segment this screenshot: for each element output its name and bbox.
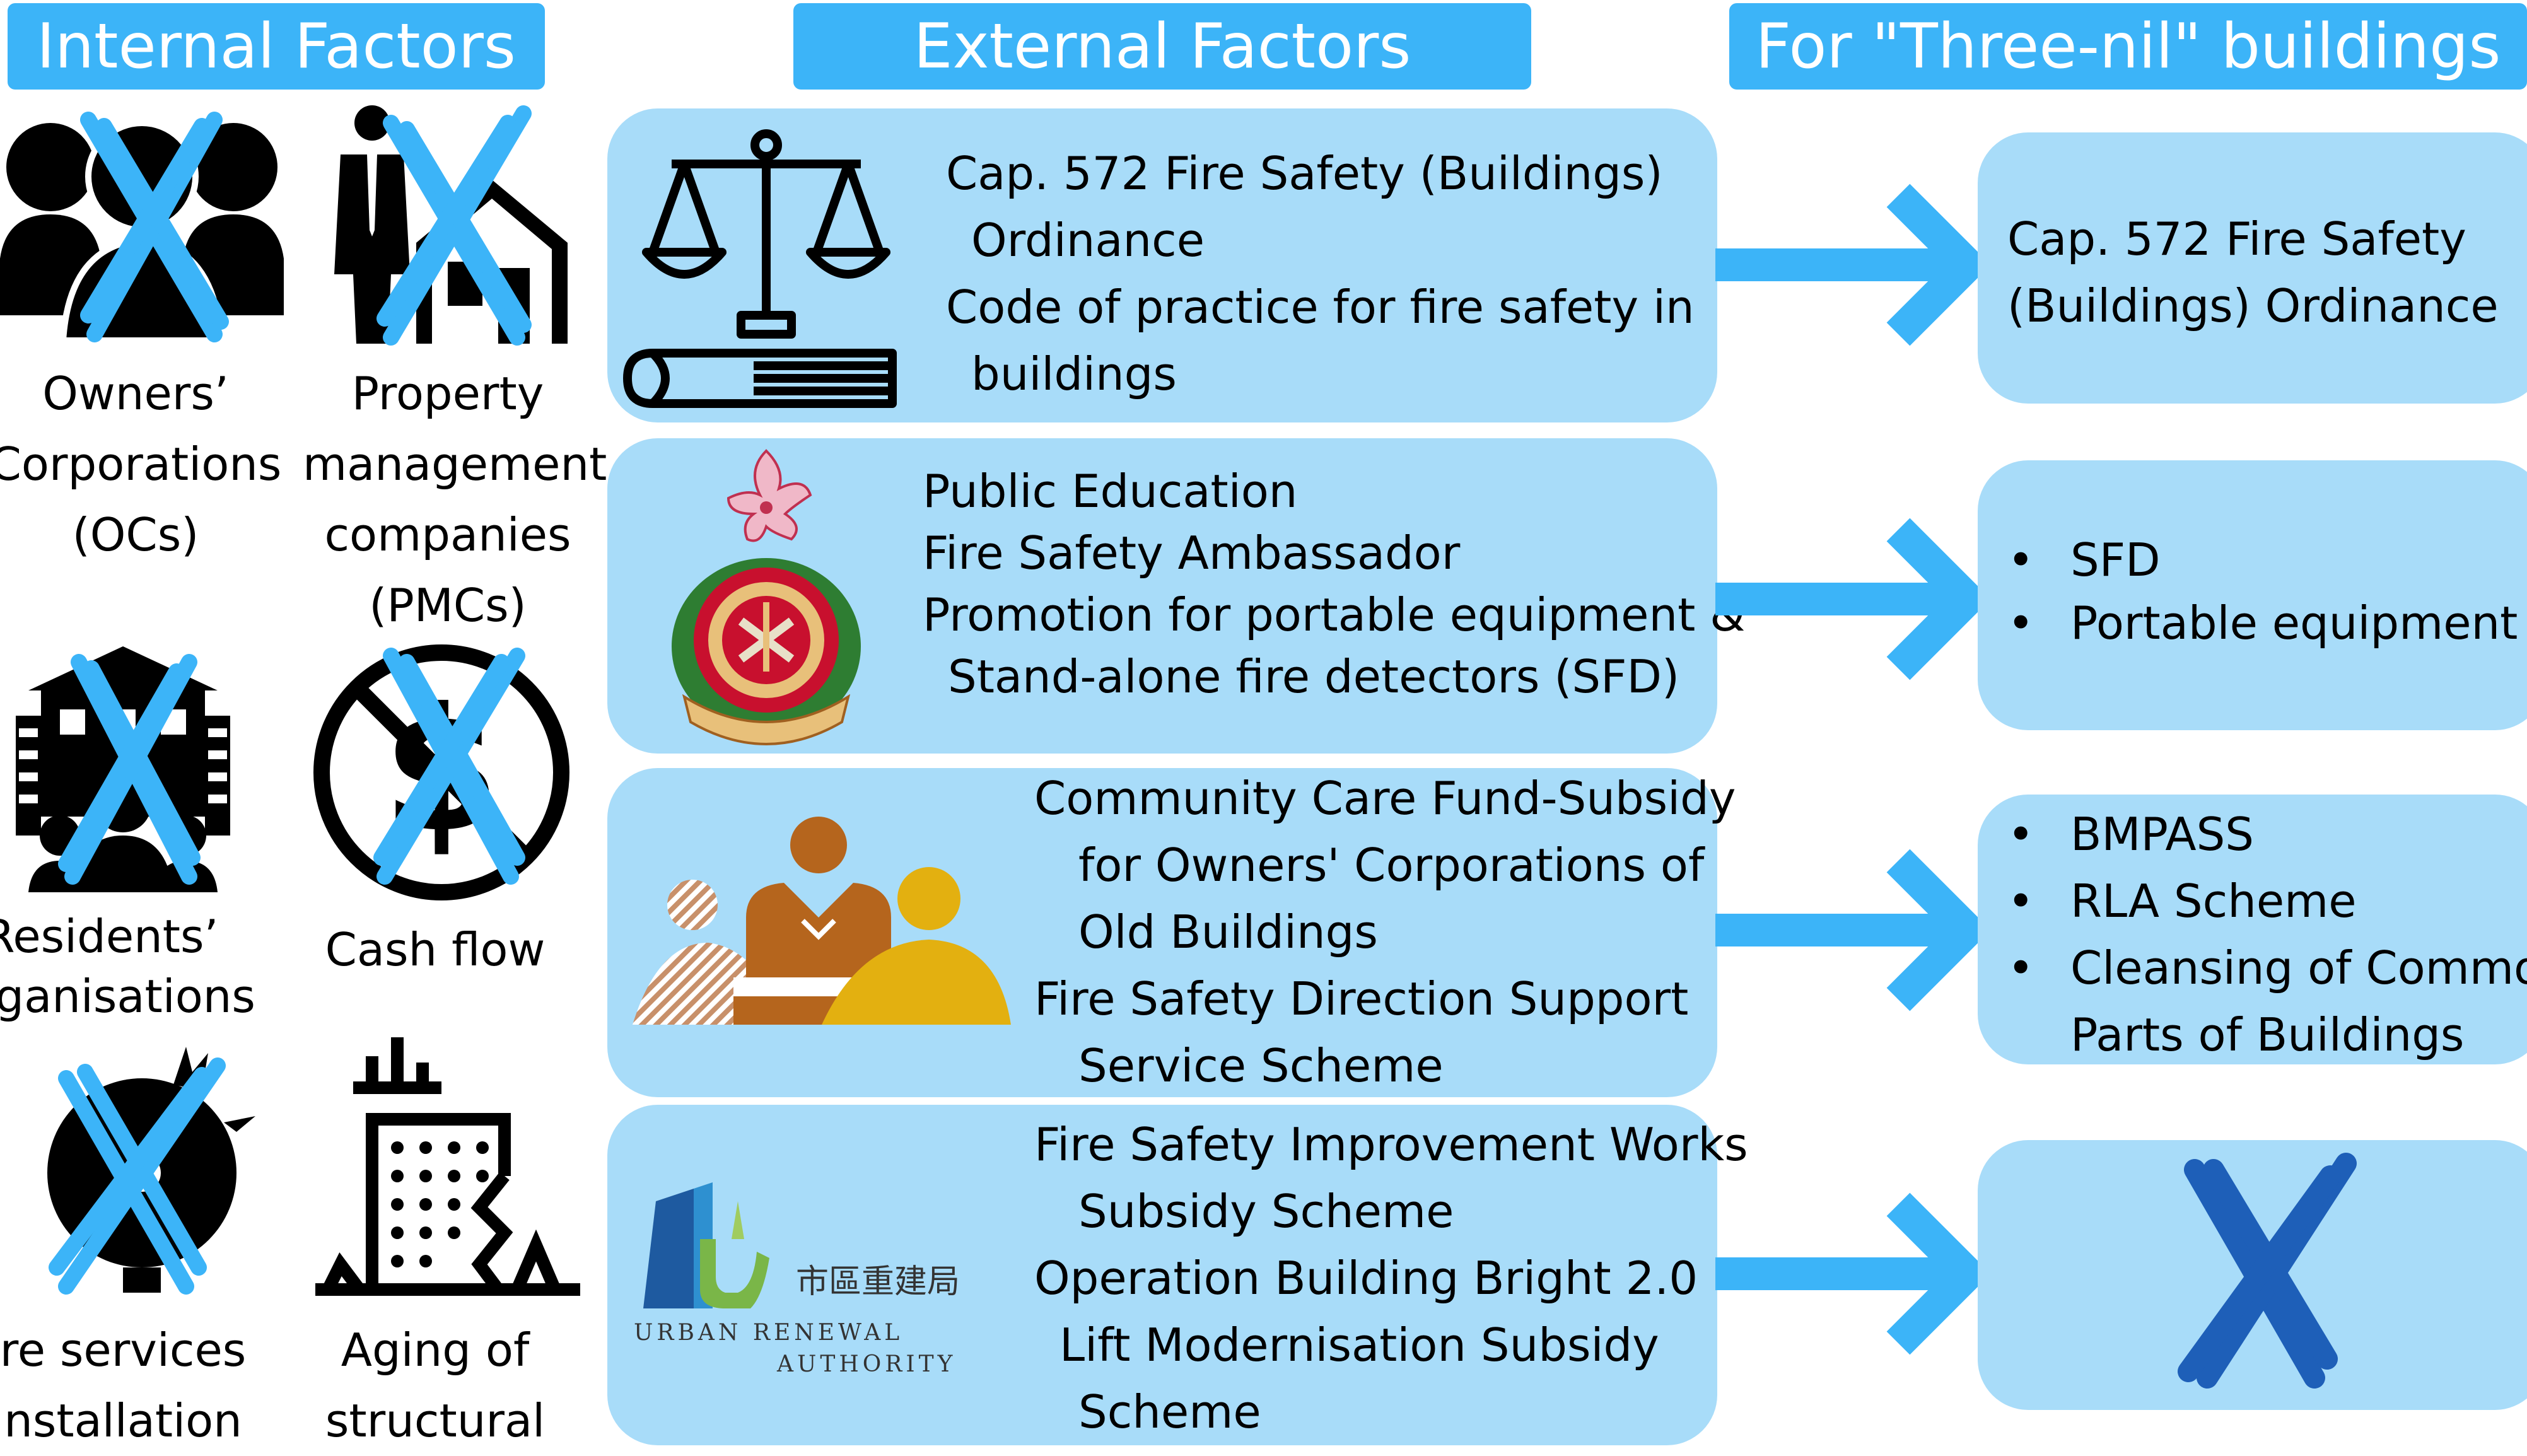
- label-owners-corporations: Owners’ Corporations (OCs): [0, 367, 282, 561]
- three-nil-box-ordinance: [1978, 132, 2527, 404]
- label-residents-organisations: Residents’ organisations: [0, 910, 255, 1023]
- three-nil-list-schemes: •BMPASS •RLA Scheme •Cleansing of Common…: [2007, 808, 2527, 1061]
- arrow-right-icon: [1715, 849, 1991, 1011]
- ura-chinese-name: 市區重建局: [796, 1263, 960, 1301]
- three-nil-list-equipment: •SFD •Portable equipment: [2007, 533, 2518, 649]
- scales-of-justice-icon: [623, 129, 897, 408]
- header-three-nil: For "Three-nil" buildings: [1729, 3, 2527, 90]
- arrow-right-icon: [1715, 1192, 1991, 1355]
- label-property-management: Property management companies (PMCs): [303, 367, 607, 632]
- external-factor-text-ura: Fire Safety Improvement Works Subsidy Sc…: [1034, 1118, 1748, 1438]
- cross-mark-icon: [58, 654, 201, 885]
- urban-renewal-authority-logo: 市區重建局 URBAN RENEWAL AUTHORITY: [634, 1182, 960, 1377]
- external-factor-box-ura: [607, 1105, 1717, 1445]
- external-factor-text-community: Community Care Fund-Subsidy for Owners' …: [1034, 772, 1736, 1092]
- community-meeting-icon: [633, 817, 1011, 1025]
- label-aging-structural: Aging of structural: [325, 1324, 546, 1447]
- external-factor-text-education: Public Education Fire Safety Ambassador …: [923, 465, 1746, 703]
- three-nil-box-schemes: [1978, 795, 2527, 1064]
- label-cash-flow: Cash flow: [325, 923, 546, 976]
- cross-mark-icon: [80, 112, 229, 342]
- ura-english-name-2: AUTHORITY: [776, 1351, 956, 1377]
- cross-mark-icon: [49, 1057, 226, 1295]
- cross-mark-icon: [376, 105, 532, 346]
- cracked-building-icon: [315, 1037, 580, 1296]
- header-internal-factors: Internal Factors: [8, 3, 545, 90]
- external-factor-text-legislation: Cap. 572 Fire Safety (Buildings) Ordinan…: [946, 147, 1695, 400]
- cross-mark-icon: [2178, 1153, 2357, 1389]
- cross-mark-icon: [373, 648, 525, 885]
- arrow-right-icon: [1715, 183, 1991, 346]
- three-nil-text-ordinance: Cap. 572 Fire Safety (Buildings) Ordinan…: [2007, 213, 2499, 332]
- label-fire-services-installation: ire services installation: [0, 1324, 247, 1447]
- arrow-right-icon: [1715, 518, 1991, 680]
- ura-english-name-1: URBAN RENEWAL: [634, 1320, 903, 1346]
- three-nil-box-equipment: [1978, 460, 2527, 730]
- header-external-factors: External Factors: [793, 3, 1531, 90]
- fire-services-badge-icon: [672, 449, 861, 745]
